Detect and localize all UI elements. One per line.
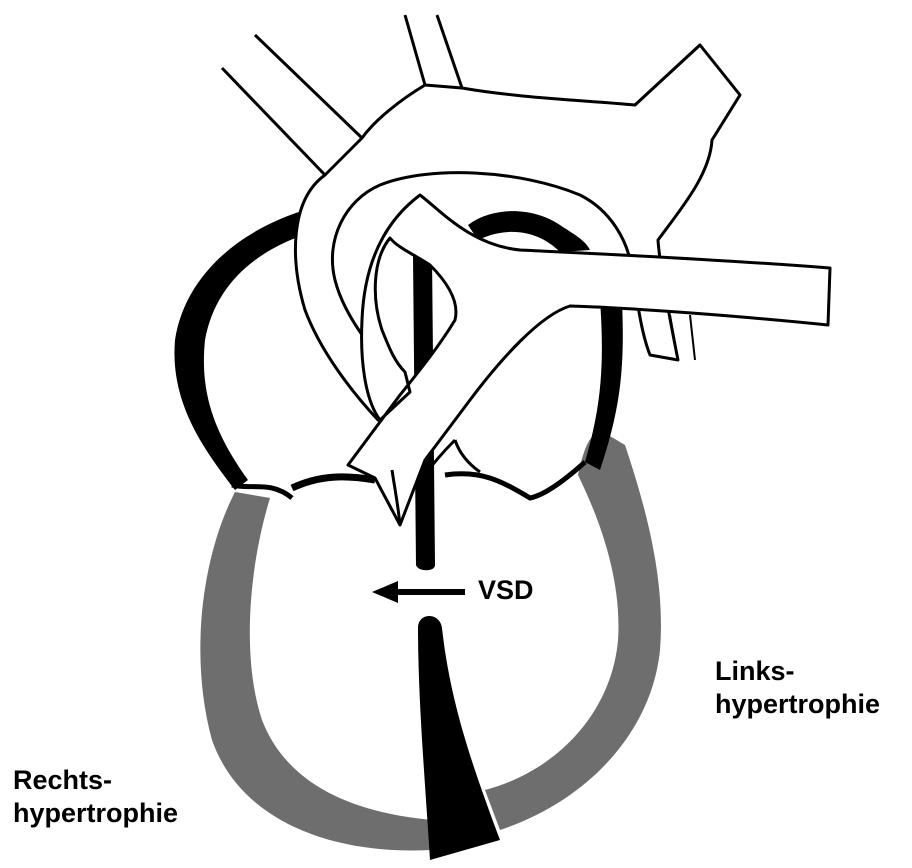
right-ventricle-wall [200, 492, 432, 850]
left-hypertrophy-label: Links- hypertrophie [715, 655, 880, 721]
mid-valve-line [292, 477, 375, 488]
right-hypertrophy-line1: Rechts- [13, 764, 178, 797]
left-hypertrophy-line1: Links- [715, 655, 880, 688]
right-hypertrophy-label: Rechts- hypertrophie [13, 764, 178, 830]
left-hypertrophy-line2: hypertrophie [715, 688, 880, 721]
septum-lower [418, 616, 500, 860]
left-valve-line [445, 462, 585, 498]
vsd-label: VSD [478, 574, 534, 607]
right-atrium-wall [174, 210, 312, 490]
vsd-arrow [372, 581, 465, 603]
right-hypertrophy-line2: hypertrophie [13, 797, 178, 830]
left-ventricle-wall [485, 433, 661, 830]
